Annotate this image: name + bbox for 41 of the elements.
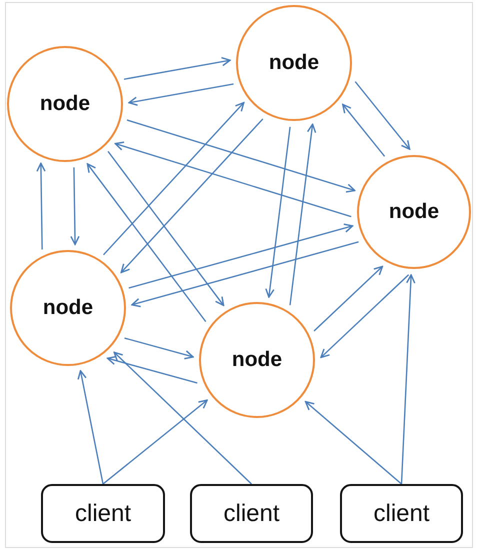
arrow: [342, 104, 386, 157]
arrow: [114, 141, 352, 218]
node-label: node: [40, 92, 90, 116]
node-label: node: [232, 348, 282, 372]
arrow: [354, 81, 410, 150]
arrow: [400, 274, 416, 484]
arrow: [289, 124, 316, 306]
node-circle: [236, 5, 352, 121]
arrow: [106, 356, 198, 384]
arrow: [304, 400, 402, 484]
arrow: [108, 150, 224, 306]
arrow: [70, 167, 80, 246]
client-label: client: [223, 500, 280, 528]
arrow: [124, 57, 231, 80]
client-label: client: [74, 500, 132, 528]
arrow: [114, 352, 252, 484]
arrow: [77, 370, 104, 484]
arrow: [265, 126, 291, 298]
node-circle: [199, 302, 315, 418]
node-label: node: [268, 51, 320, 75]
arrow: [128, 83, 234, 106]
arrow: [314, 266, 384, 332]
node-label: node: [42, 296, 94, 320]
arrow: [128, 224, 354, 289]
client-box: [190, 484, 313, 543]
arrow: [120, 118, 264, 274]
node-circle: [357, 155, 471, 269]
arrow: [320, 274, 410, 358]
node-circle: [10, 250, 126, 366]
node-circle: [7, 46, 123, 162]
arrow: [124, 337, 194, 360]
arrow: [36, 162, 46, 250]
client-box: [340, 484, 463, 543]
node-label: node: [388, 200, 440, 224]
arrow: [86, 163, 206, 322]
arrow: [131, 241, 359, 308]
arrow: [103, 102, 244, 256]
client-label: client: [373, 500, 430, 528]
arrow: [126, 119, 356, 193]
client-box: [41, 484, 165, 543]
arrow: [102, 399, 208, 484]
